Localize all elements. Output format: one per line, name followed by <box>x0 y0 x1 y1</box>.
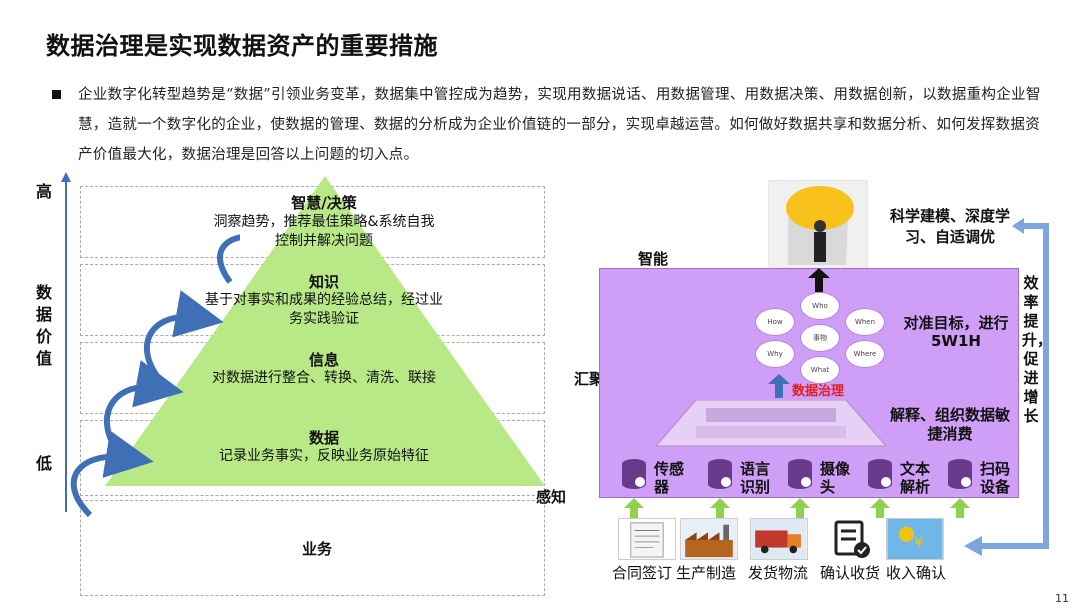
intro-paragraph: 企业数字化转型趋势是“数据”引领业务变革，数据集中管控成为趋势，实现用数据说话、… <box>78 87 1041 163</box>
source-scanner: 扫码设备 <box>980 460 1011 496</box>
pyramid-shape <box>105 176 545 486</box>
curved-arrows <box>70 234 240 518</box>
source-camera: 摄像头 <box>820 460 851 496</box>
brain-image <box>768 180 868 270</box>
node-what: What <box>800 356 840 384</box>
source-speech: 语言识别 <box>740 460 771 496</box>
truck-icon <box>750 518 808 560</box>
contract-icon <box>618 518 676 560</box>
source-sensor: 传感器 <box>654 460 685 496</box>
business-production: 生产制造 <box>676 564 737 582</box>
band-business <box>80 500 545 596</box>
business-label: 业务 <box>302 540 333 558</box>
business-contract: 合同签订 <box>612 564 673 582</box>
database-icon <box>622 459 646 489</box>
database-icon <box>868 459 892 489</box>
intelligent-label: 智能 <box>638 250 669 268</box>
node-how: How <box>755 308 795 336</box>
page-title: 数据治理是实现数据资产的重要措施 <box>46 32 438 60</box>
axis-high-label: 高 <box>36 182 53 201</box>
node-when: When <box>845 308 885 336</box>
page-number: 11 <box>1055 592 1069 605</box>
level-wisdom-title: 智慧/决策 <box>291 194 357 212</box>
svg-text:¥: ¥ <box>914 534 924 552</box>
database-icon <box>788 459 812 489</box>
level-information-title: 信息 <box>308 351 339 369</box>
value-axis-arrow <box>61 172 71 512</box>
level-knowledge-title: 知识 <box>308 273 339 291</box>
sense-label: 感知 <box>536 488 567 506</box>
revenue-icon: ¥ <box>886 518 944 560</box>
database-icon <box>708 459 732 489</box>
bullet-square <box>52 90 61 99</box>
business-revenue: 收入确认 <box>886 564 947 582</box>
factory-icon <box>680 518 738 560</box>
level-data-title: 数据 <box>308 429 339 447</box>
axis-low-label: 低 <box>36 454 53 473</box>
level-wisdom-desc: 洞察趋势，推荐最佳策略&系统自我控制并解决问题 <box>213 214 435 249</box>
governance-label: 数据治理 <box>792 384 845 399</box>
explain-label: 解释、组织数据敏捷消费 <box>889 406 1010 443</box>
node-who: Who <box>800 292 840 320</box>
up-arrow-brain <box>808 268 830 292</box>
source-text: 文本解析 <box>900 460 931 496</box>
level-data-desc: 记录业务事实，反映业务原始特征 <box>219 448 429 464</box>
business-receipt: 确认收货 <box>820 564 881 582</box>
receipt-check-icon <box>822 518 880 560</box>
business-shipping: 发货物流 <box>748 564 809 582</box>
governance-up-arrow <box>768 374 790 398</box>
node-center: 事物 <box>800 324 840 352</box>
feedback-loop-arrow <box>964 218 1049 556</box>
data-platform-image <box>656 400 886 447</box>
green-up-arrows <box>624 498 970 518</box>
level-information-desc: 对数据进行整合、转换、清洗、联接 <box>212 370 436 386</box>
axis-value-label: 数据价值 <box>36 283 53 368</box>
modeling-label: 科学建模、深度学习、自适调优 <box>889 207 1010 246</box>
node-why: Why <box>755 340 795 368</box>
database-icon <box>948 459 972 489</box>
level-knowledge-desc: 基于对事实和成果的经验总结，经过业务实践验证 <box>205 292 443 327</box>
node-where: Where <box>845 340 885 368</box>
target-label: 对准目标，进行5W1H <box>903 314 1009 350</box>
